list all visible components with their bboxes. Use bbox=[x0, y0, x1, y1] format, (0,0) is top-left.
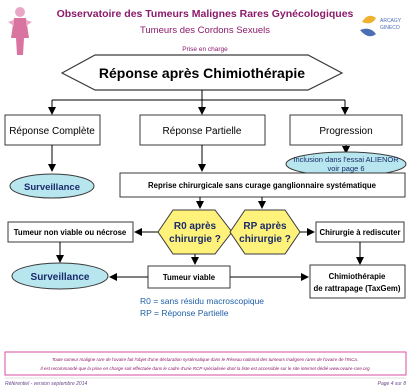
progression-label: Progression bbox=[319, 126, 372, 137]
box-response-complete bbox=[4, 114, 101, 146]
surveillance-bottom-label: Surveillance bbox=[31, 272, 90, 283]
tumeur-non-viable-label: Tumeur non viable ou nécrose bbox=[14, 228, 127, 237]
footer-note-box bbox=[4, 351, 407, 376]
diamond-r0 bbox=[157, 209, 233, 255]
surveillance-bottom-ellipse bbox=[11, 262, 109, 290]
response-hexagon bbox=[60, 54, 344, 91]
response-partial-label: Réponse Partielle bbox=[163, 126, 242, 137]
box-response-partial bbox=[139, 114, 266, 146]
legend-rp: RP = Réponse Partielle bbox=[140, 308, 229, 318]
surveillance-top-label: Surveillance bbox=[24, 182, 80, 193]
logo-text-gineco: GINECO bbox=[380, 25, 400, 31]
footer-version: Référentiel - version septembre 2014 bbox=[5, 381, 87, 387]
logo-text-arcagy: ARCAGY bbox=[380, 18, 402, 24]
surveillance-top-ellipse bbox=[9, 173, 95, 199]
box-chimiotherapie bbox=[309, 264, 406, 299]
rp-line2: chirurgie ? bbox=[239, 234, 291, 245]
legend-r0: R0 = sans résidu macroscopique bbox=[140, 296, 264, 306]
r0-line2: chirurgie ? bbox=[169, 234, 221, 245]
diamond-rp bbox=[229, 209, 301, 255]
arcagy-gineco-logo: ARCAGY GINECO bbox=[360, 15, 402, 37]
page-subtitle: Tumeurs des Cordons Sexuels bbox=[140, 25, 270, 36]
tumeur-viable-label: Tumeur viable bbox=[163, 273, 216, 282]
inclusion-line1: Inclusion dans l'essai ALIENOR bbox=[293, 155, 399, 164]
footer-note-line2: Il est recommandé que la prise en charge… bbox=[40, 366, 370, 371]
footer-note-line1: Toute tumeur maligne rare de l'ovaire fa… bbox=[52, 357, 358, 362]
box-tumeur-non-viable bbox=[7, 221, 134, 243]
response-hexagon-label: Réponse après Chimiothérapie bbox=[99, 65, 305, 81]
chirurgie-rediscuter-label: Chirurgie à rediscuter bbox=[319, 228, 400, 237]
r0-line1: R0 après bbox=[174, 221, 217, 232]
rp-line1: RP après bbox=[243, 221, 287, 232]
box-reprise-chirurgicale bbox=[119, 172, 406, 198]
inclusion-line2: voir page 6 bbox=[327, 164, 364, 173]
chimio-line2: de rattrapage (TaxGem) bbox=[314, 284, 401, 293]
section-label: Prise en charge bbox=[182, 46, 228, 53]
chimio-line1: Chimiothérapie bbox=[329, 272, 386, 281]
footer-page: Page 4 sur 8 bbox=[378, 381, 407, 387]
reprise-label: Reprise chirurgicale sans curage ganglio… bbox=[148, 181, 377, 190]
response-complete-label: Réponse Complète bbox=[9, 126, 95, 137]
box-progression bbox=[289, 114, 403, 146]
page-title: Observatoire des Tumeurs Malignes Rares … bbox=[57, 8, 354, 20]
pink-figure-logo bbox=[5, 4, 35, 60]
